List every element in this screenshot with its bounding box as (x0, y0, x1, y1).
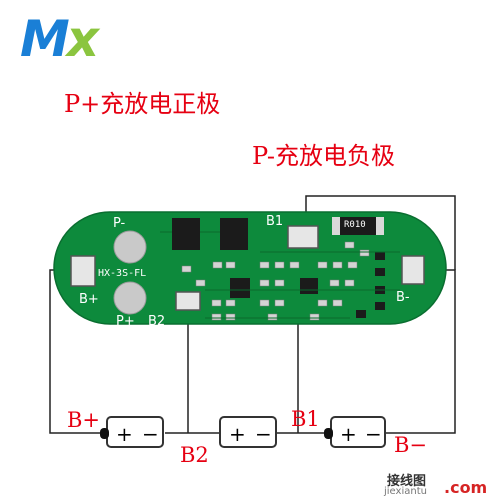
pcb-model-label: HX-3S-FL (98, 268, 147, 279)
cell-2-plus: + (229, 422, 246, 446)
tab-b1 (287, 225, 319, 249)
smd-passives (181, 241, 370, 321)
sense-resistor (332, 217, 384, 235)
pcb-label-b-minus: B- (396, 290, 410, 305)
tab-b2 (175, 291, 201, 311)
battery-cell-2: + − (219, 416, 277, 448)
node-dot-b-plus (100, 428, 109, 439)
pcb-label-p-minus: P- (113, 216, 126, 231)
p-minus-caption: P-充放电负极 (252, 142, 395, 170)
mosfet-chip-1 (172, 218, 200, 250)
cell-3-minus: − (365, 422, 382, 446)
pcb-substrate (53, 211, 447, 325)
circuit-label-b1: B1 (291, 407, 320, 431)
mosfet-chip-2 (220, 218, 248, 250)
resistor-cap-left (332, 217, 340, 235)
watermark-cn: 接线图 (387, 474, 427, 489)
cell-1-minus: − (142, 422, 159, 446)
pcb-traces (160, 231, 400, 319)
battery-cell-3: + − (330, 416, 386, 448)
protection-ic-1 (230, 278, 250, 298)
circuit-label-b2: B2 (180, 443, 209, 467)
pcb-label-b1: B1 (266, 214, 284, 229)
cell-1-plus: + (116, 422, 133, 446)
brand-logo: Mx (20, 14, 99, 64)
watermark-com: .com (444, 478, 488, 497)
pad-p-minus (113, 230, 147, 264)
watermark-en: jiexiantu (384, 486, 427, 497)
circuit-label-b-plus: B+ (67, 408, 101, 432)
cell-2-minus: − (255, 422, 272, 446)
pad-p-plus (113, 281, 147, 315)
node-dot-b1 (324, 428, 333, 439)
resistor-label: R010 (344, 220, 366, 230)
logo-x: x (66, 10, 99, 68)
tab-b-minus (401, 255, 425, 285)
battery-cell-1: + − (106, 416, 164, 448)
pcb-label-p-plus: P+ (116, 314, 135, 329)
p-plus-caption: P+充放电正极 (64, 90, 221, 118)
logo-m: M (20, 10, 70, 68)
resistor-cap-right (376, 217, 384, 235)
tab-b-plus (70, 255, 96, 287)
pcb-label-b-plus: B+ (79, 292, 99, 307)
cell-3-plus: + (340, 422, 357, 446)
circuit-label-b-minus: B− (394, 433, 428, 457)
pcb-board (53, 211, 447, 325)
pcb-label-b2: B2 (148, 314, 166, 329)
